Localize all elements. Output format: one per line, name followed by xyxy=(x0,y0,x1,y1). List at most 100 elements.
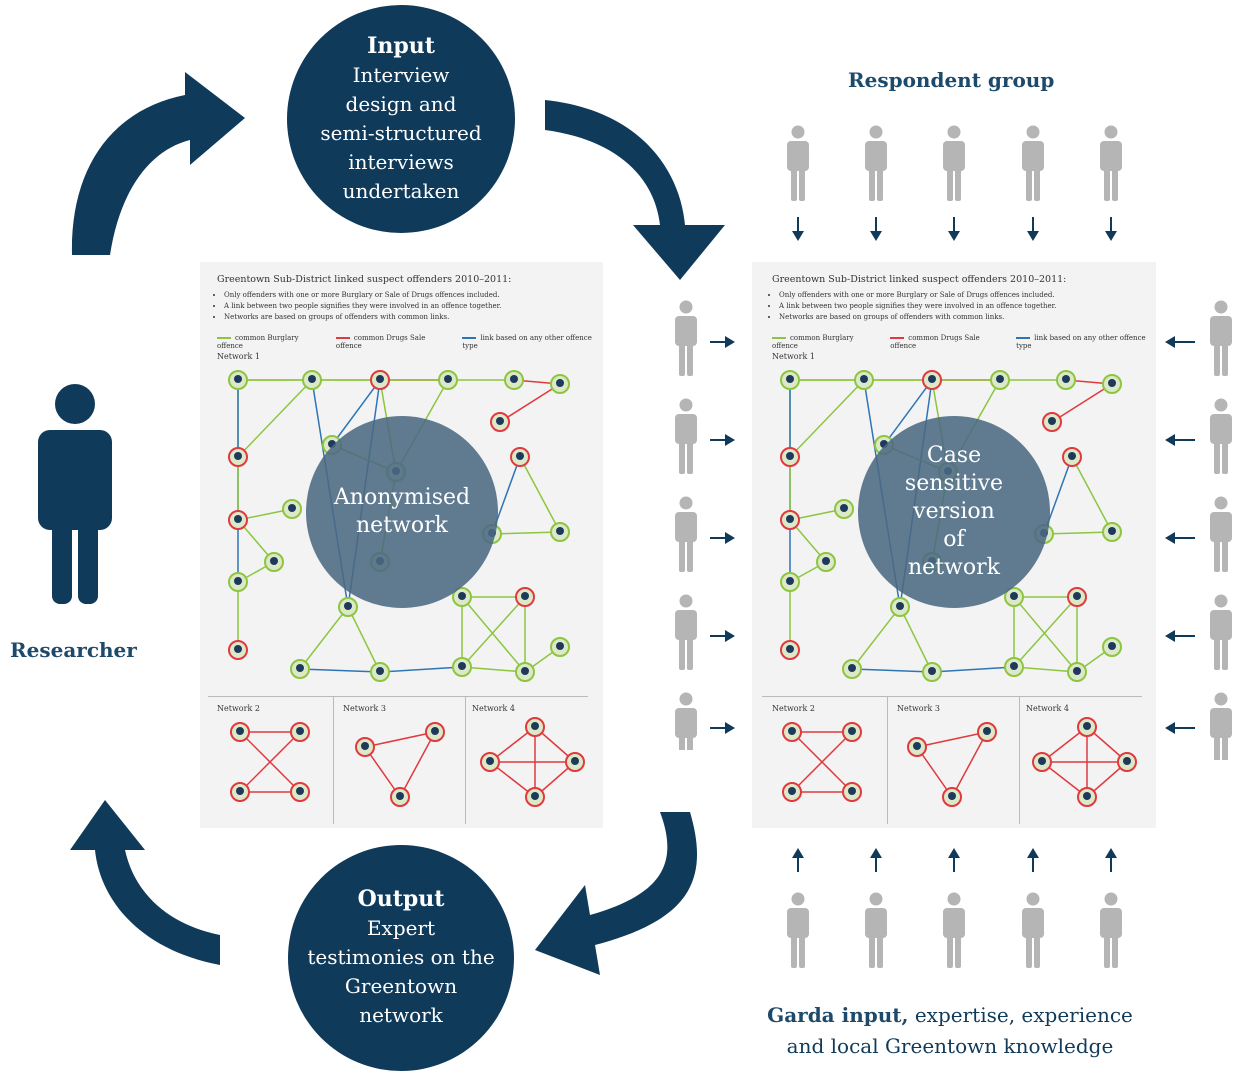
respondents-right xyxy=(1165,300,1232,760)
offender-node xyxy=(780,370,800,390)
bullet-item: Only offenders with one or more Burglary… xyxy=(779,290,1056,301)
panel-bullets: Only offenders with one or more Burglary… xyxy=(212,290,501,323)
offender-node xyxy=(1042,412,1062,432)
offender-node xyxy=(1102,637,1122,657)
offender-node xyxy=(1067,587,1087,607)
network-link xyxy=(399,731,436,798)
network-4-label: Network 4 xyxy=(472,704,515,713)
person-icon xyxy=(1210,692,1232,760)
network-1-label: Network 1 xyxy=(217,352,260,361)
network-link xyxy=(299,606,349,670)
offender-node xyxy=(942,787,962,807)
network-panel-anonymised: Greentown Sub-District linked suspect of… xyxy=(200,262,603,828)
network-link xyxy=(299,668,381,673)
offender-node xyxy=(1102,522,1122,542)
input-text: Interview design and semi-structured int… xyxy=(320,62,482,203)
arrow-right-icon xyxy=(710,722,735,734)
offender-node xyxy=(907,737,927,757)
offender-node xyxy=(834,499,854,519)
arrow-left-icon xyxy=(1165,434,1195,446)
person-icon xyxy=(1100,125,1122,201)
offender-node xyxy=(565,752,585,772)
arrow-up-icon xyxy=(1027,848,1039,872)
network-link xyxy=(364,731,436,748)
network-link xyxy=(1013,666,1078,673)
arrow-right-icon xyxy=(710,336,735,348)
offender-node xyxy=(816,552,836,572)
offender-node xyxy=(780,572,800,592)
person-icon xyxy=(675,300,697,376)
bullet-item: Networks are based on groups of offender… xyxy=(779,312,1056,323)
bullet-item: A link between two people signifies they… xyxy=(779,301,1056,312)
person-icon xyxy=(675,496,697,572)
bullet-item: Networks are based on groups of offender… xyxy=(224,312,501,323)
offender-node xyxy=(550,522,570,542)
legend-item: common Drugs Sale offence xyxy=(335,334,426,350)
bullet-item: Only offenders with one or more Burglary… xyxy=(224,290,501,301)
network-link xyxy=(491,531,561,535)
offender-node xyxy=(515,662,535,682)
offender-node xyxy=(854,370,874,390)
case-sensitive-overlay: Case sensitive version of network xyxy=(858,416,1050,608)
arrow-down-icon xyxy=(1105,217,1117,241)
arrow-up-icon xyxy=(792,848,804,872)
offender-node xyxy=(490,412,510,432)
arrow-up-icon xyxy=(870,848,882,872)
arrow-down-icon xyxy=(792,217,804,241)
offender-node xyxy=(1117,752,1137,772)
researcher-label: Researcher xyxy=(10,638,137,662)
network-link xyxy=(916,731,988,748)
anonymised-overlay: Anonymised network xyxy=(306,416,498,608)
garda-caption: Garda input, expertise, experience and l… xyxy=(720,1000,1180,1062)
network-3-label: Network 3 xyxy=(343,704,386,713)
offender-node xyxy=(510,447,530,467)
offender-node xyxy=(1102,374,1122,394)
output-circle: Output Expert testimonies on the Greento… xyxy=(288,845,514,1071)
offender-node xyxy=(480,752,500,772)
arrow-up-icon xyxy=(948,848,960,872)
offender-node xyxy=(370,370,390,390)
network-link xyxy=(1043,531,1113,535)
offender-node xyxy=(338,597,358,617)
offender-node xyxy=(230,782,250,802)
offender-node xyxy=(290,659,310,679)
arrow-output-to-researcher xyxy=(70,800,220,965)
network-1-label: Network 1 xyxy=(772,352,815,361)
offender-node xyxy=(1032,752,1052,772)
offender-node xyxy=(1062,447,1082,467)
arrow-right-icon xyxy=(710,532,735,544)
output-title: Output xyxy=(357,886,445,912)
arrow-left-icon xyxy=(1165,630,1195,642)
network-link xyxy=(239,731,301,793)
arrow-left-icon xyxy=(1165,722,1195,734)
offender-node xyxy=(264,552,284,572)
arrow-down-icon xyxy=(870,217,882,241)
panel-title: Greentown Sub-District linked suspect of… xyxy=(772,274,1067,285)
respondents-bottom xyxy=(787,848,1122,968)
person-icon xyxy=(1210,594,1232,670)
network-link xyxy=(1013,596,1078,673)
garda-rest: expertise, experience xyxy=(908,1003,1133,1027)
offender-node xyxy=(1004,657,1024,677)
offender-node xyxy=(842,722,862,742)
offender-node xyxy=(228,510,248,530)
researcher-icon xyxy=(38,384,112,604)
garda-line2: and local Greentown knowledge xyxy=(786,1034,1114,1058)
offender-node xyxy=(438,370,458,390)
bullet-item: A link between two people signifies they… xyxy=(224,301,501,312)
arrow-right-icon xyxy=(710,630,735,642)
input-circle: Input Interview design and semi-structur… xyxy=(287,5,515,233)
offender-node xyxy=(780,447,800,467)
network-link xyxy=(237,379,313,458)
legend-item: common Drugs Sale offence xyxy=(890,334,980,350)
offender-node xyxy=(515,587,535,607)
legend-item: link based on any other offence type xyxy=(1016,334,1146,350)
offender-node xyxy=(977,722,997,742)
network-3-label: Network 3 xyxy=(897,704,940,713)
network-link xyxy=(461,596,526,668)
network-link xyxy=(519,456,561,533)
respondents-left xyxy=(675,300,735,750)
network-link xyxy=(461,666,526,673)
network-link xyxy=(791,731,853,793)
network-link xyxy=(379,666,463,673)
